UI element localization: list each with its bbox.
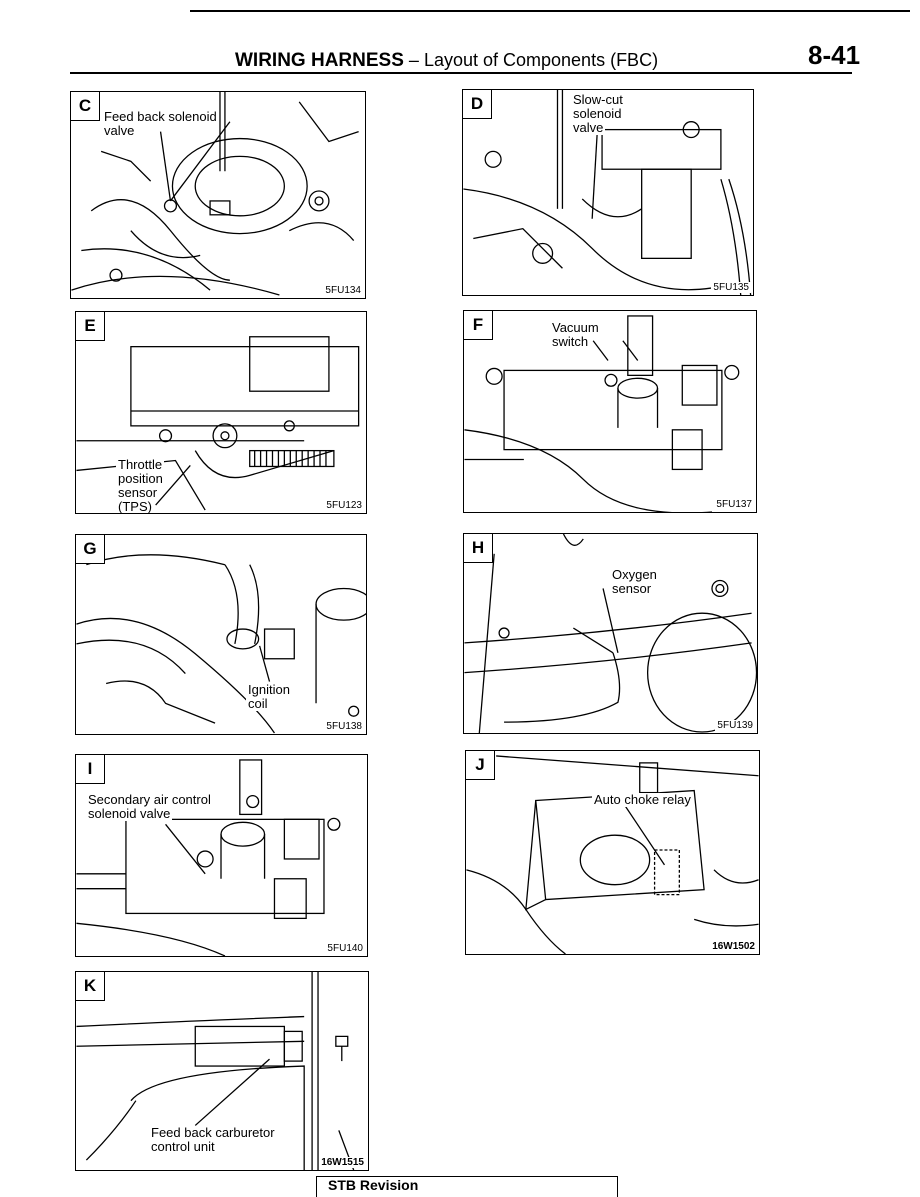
- title-dash: –: [408, 50, 419, 70]
- panel-i-tag: I: [76, 755, 105, 784]
- figure-code: 16W1515: [319, 1157, 366, 1168]
- section-subtitle: Layout of Components (FBC): [423, 50, 659, 70]
- oxygen-sensor-illustration: [464, 534, 757, 733]
- panel-f-figure: F Vacuum switch 5FU137: [463, 310, 757, 513]
- slow-cut-label: Slow-cut: [571, 92, 625, 107]
- slow-cut-solenoid-illustration: [463, 90, 752, 295]
- secondary-air-label: Secondary air control: [86, 792, 213, 807]
- figure-code: 5FU137: [714, 499, 754, 510]
- figure-code: 5FU134: [323, 285, 363, 296]
- control-unit-illustration: [76, 972, 355, 1170]
- slow-cut-label-3: valve: [571, 120, 606, 135]
- secondary-air-label-2: solenoid valve: [86, 806, 173, 821]
- panel-k-figure: K Feed back carburetor control unit 16W1…: [75, 971, 369, 1171]
- figure-code: 5FU123: [324, 500, 364, 511]
- feedback-solenoid-label-2: valve: [102, 123, 137, 138]
- panel-h-figure: H Oxygen sensor 5FU139: [463, 533, 758, 734]
- figure-code: 5FU135: [711, 282, 751, 293]
- panel-j-tag: J: [466, 751, 495, 780]
- top-rule: [190, 10, 910, 12]
- revision-label: STB Revision: [328, 1177, 419, 1193]
- feedback-solenoid-label: Feed back solenoid: [102, 109, 219, 124]
- vacuum-switch-label: Vacuum: [550, 320, 601, 335]
- tps-label-3: sensor: [116, 485, 160, 500]
- oxygen-sensor-label-2: sensor: [610, 581, 654, 596]
- panel-d-tag: D: [463, 90, 492, 119]
- header-rule: [70, 72, 852, 74]
- vacuum-switch-label-2: switch: [550, 334, 591, 349]
- panel-f-tag: F: [464, 311, 493, 340]
- panel-j-figure: J Auto choke relay 16W1502: [465, 750, 760, 955]
- tps-label-2: position: [116, 471, 165, 486]
- panel-i-figure: I Secondary air control solenoid valve 5…: [75, 754, 368, 957]
- carburetor-illustration: [71, 92, 359, 296]
- section-title: WIRING HARNESS: [235, 50, 404, 71]
- page-number: 8-41: [808, 40, 861, 70]
- figure-code: 5FU140: [325, 943, 365, 954]
- ignition-coil-illustration: [76, 554, 366, 734]
- ignition-coil-label: Ignition: [246, 682, 292, 697]
- secondary-air-solenoid-illustration: [76, 759, 341, 956]
- panel-e-tag: E: [76, 312, 105, 341]
- panel-c-tag: C: [71, 92, 100, 121]
- control-unit-label-2: control unit: [149, 1139, 217, 1154]
- panel-k-tag: K: [76, 972, 105, 1001]
- panel-g-figure: G Ignition coil 5FU138: [75, 534, 367, 735]
- panel-c-figure: C Feed back solenoid valve 5FU134: [70, 91, 366, 299]
- control-unit-label: Feed back carburetor: [149, 1125, 277, 1140]
- revision-box: [316, 1176, 618, 1197]
- vacuum-switch-illustration: [464, 315, 740, 512]
- tps-illustration: [76, 336, 360, 511]
- auto-choke-relay-illustration: [466, 755, 759, 954]
- figure-code: 5FU139: [715, 720, 755, 731]
- slow-cut-label-2: solenoid: [571, 106, 624, 121]
- figure-code: 16W1502: [710, 941, 757, 952]
- figure-code: 5FU138: [324, 721, 364, 732]
- panel-d-figure: D Slow-cut solenoid valve 5FU135: [462, 89, 754, 296]
- tps-label: Throttle: [116, 457, 165, 472]
- tps-label-4: (TPS): [116, 499, 154, 514]
- panel-h-tag: H: [464, 534, 493, 563]
- panel-e-figure: E Throttle position sensor (TPS) 5FU123: [75, 311, 367, 514]
- auto-choke-relay-label: Auto choke relay: [592, 792, 693, 807]
- page-title: WIRING HARNESS – Layout of Components (F…: [235, 50, 658, 72]
- oxygen-sensor-label: Oxygen: [610, 567, 659, 582]
- ignition-coil-label-2: coil: [246, 696, 270, 711]
- panel-g-tag: G: [76, 535, 105, 564]
